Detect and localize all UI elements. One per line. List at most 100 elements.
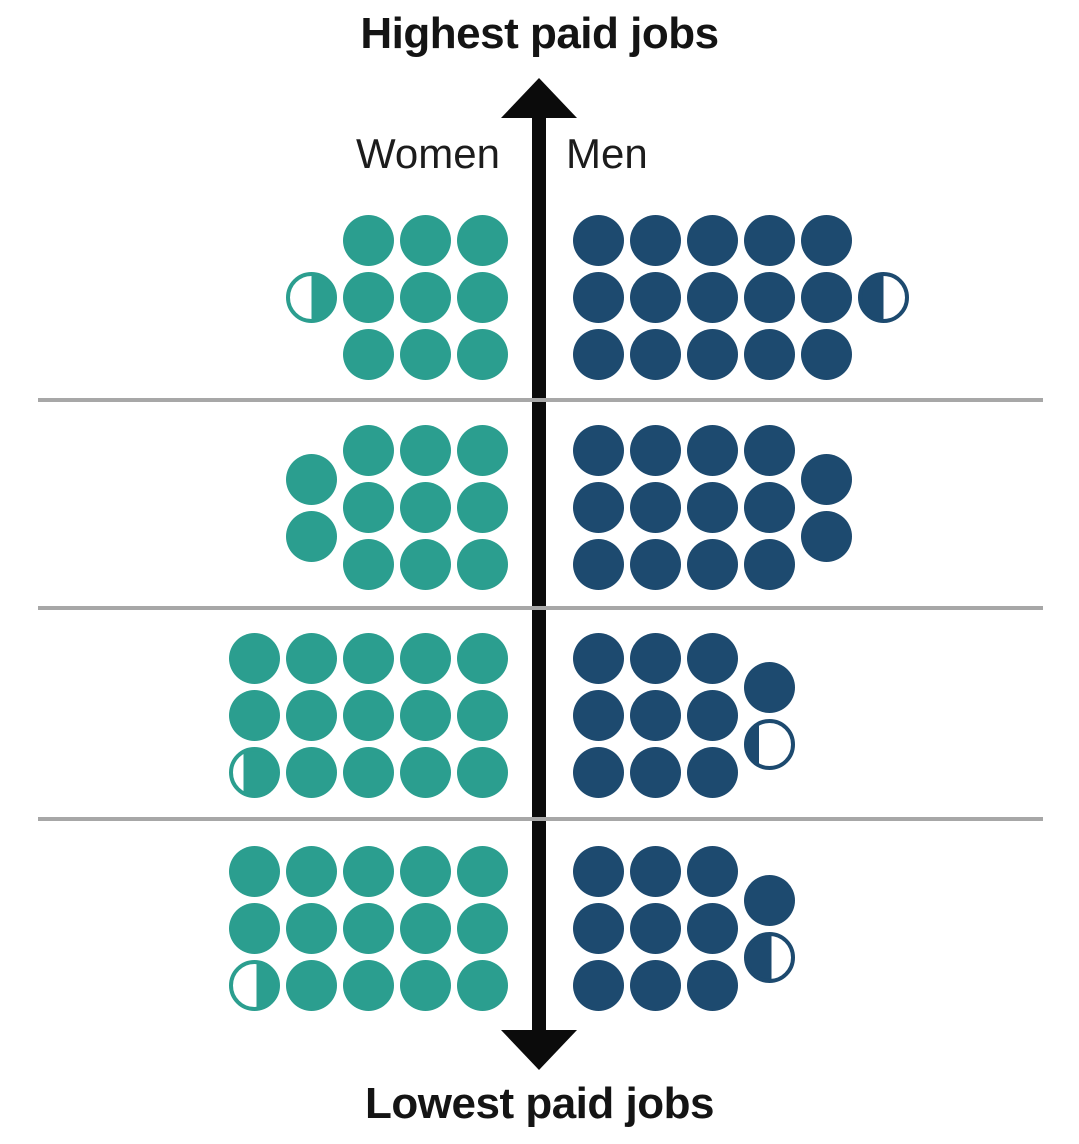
men-dot <box>630 903 681 954</box>
men-dot <box>573 539 624 590</box>
women-dot <box>343 903 394 954</box>
men-dot <box>573 690 624 741</box>
men-dot <box>801 272 852 323</box>
women-dot <box>400 425 451 476</box>
axis-bottom-label: Lowest paid jobs <box>365 1079 714 1128</box>
women-dot <box>457 690 508 741</box>
women-dot <box>286 747 337 798</box>
men-dot <box>744 874 795 926</box>
women-dot <box>400 690 451 741</box>
women-dot <box>286 960 337 1011</box>
men-dot <box>744 482 795 533</box>
women-dot <box>457 633 508 684</box>
men-dot <box>573 329 624 380</box>
women-dot <box>343 633 394 684</box>
men-dot <box>573 747 624 798</box>
women-column-label: Women <box>356 130 500 177</box>
men-dot <box>687 960 738 1011</box>
women-dot <box>457 329 508 380</box>
men-dot <box>573 272 624 323</box>
women-dot <box>286 690 337 741</box>
women-dot <box>400 960 451 1011</box>
women-dot <box>343 747 394 798</box>
men-dot <box>687 272 738 323</box>
women-dot <box>229 903 280 954</box>
men-dot <box>573 633 624 684</box>
men-dot <box>687 846 738 897</box>
women-dot <box>457 539 508 590</box>
men-dot <box>630 747 681 798</box>
men-dot <box>630 690 681 741</box>
men-dot <box>744 661 795 713</box>
axis-top-label: Highest paid jobs <box>360 9 719 58</box>
women-dot <box>457 846 508 897</box>
women-dot <box>286 510 337 562</box>
women-partial-dot <box>229 747 280 798</box>
women-dot <box>286 903 337 954</box>
women-dot <box>343 272 394 323</box>
men-dot <box>630 846 681 897</box>
group-divider-1 <box>38 398 1043 402</box>
men-dot <box>630 272 681 323</box>
women-dot <box>229 690 280 741</box>
men-dot <box>801 329 852 380</box>
women-dot <box>457 747 508 798</box>
men-dot <box>573 846 624 897</box>
men-dot <box>801 510 852 562</box>
women-dot <box>343 482 394 533</box>
men-dot <box>801 215 852 266</box>
women-dot <box>457 482 508 533</box>
men-dot <box>744 539 795 590</box>
women-dot <box>457 215 508 266</box>
group-divider-2 <box>38 606 1043 610</box>
women-partial-dot <box>229 960 280 1011</box>
men-dot <box>630 960 681 1011</box>
women-dot <box>286 453 337 505</box>
men-dot <box>687 329 738 380</box>
women-dot <box>343 690 394 741</box>
women-dot <box>343 960 394 1011</box>
women-dot <box>400 272 451 323</box>
women-dot <box>400 633 451 684</box>
men-dot <box>687 633 738 684</box>
men-dot <box>744 272 795 323</box>
men-partial-dot <box>744 718 795 770</box>
men-dot <box>687 425 738 476</box>
women-dot <box>400 215 451 266</box>
men-dot <box>630 425 681 476</box>
men-dot <box>630 215 681 266</box>
women-dot <box>286 846 337 897</box>
men-dot <box>744 425 795 476</box>
men-partial-dot <box>858 272 909 323</box>
men-dot <box>573 215 624 266</box>
men-dot <box>630 482 681 533</box>
men-dot <box>630 539 681 590</box>
women-partial-dot <box>286 272 337 323</box>
men-partial-dot <box>744 931 795 983</box>
women-dot <box>286 633 337 684</box>
men-dot <box>744 215 795 266</box>
men-dot <box>573 903 624 954</box>
women-dot <box>343 329 394 380</box>
women-dot <box>343 425 394 476</box>
women-dot <box>400 482 451 533</box>
men-dot <box>687 690 738 741</box>
men-dot <box>630 633 681 684</box>
women-dot <box>457 960 508 1011</box>
vertical-axis-arrow-icon <box>501 78 577 1070</box>
men-dot <box>630 329 681 380</box>
men-dot <box>573 482 624 533</box>
men-dot <box>573 425 624 476</box>
men-dot <box>687 482 738 533</box>
men-dot <box>744 329 795 380</box>
women-dot <box>400 747 451 798</box>
women-dot <box>457 425 508 476</box>
women-dot <box>400 329 451 380</box>
women-dot <box>343 846 394 897</box>
women-dot <box>229 633 280 684</box>
women-dot <box>400 846 451 897</box>
men-dot <box>573 960 624 1011</box>
women-dot <box>343 539 394 590</box>
men-dot <box>687 215 738 266</box>
